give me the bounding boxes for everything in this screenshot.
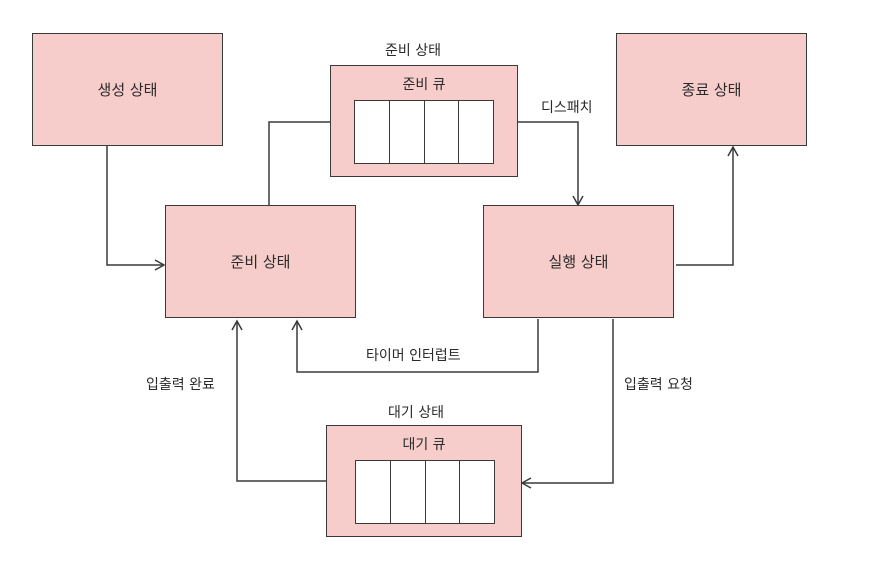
running-state-box: 실행 상태 xyxy=(483,205,674,318)
terminated-state-label: 종료 상태 xyxy=(681,81,742,99)
wait-queue-box: 대기 큐 xyxy=(326,425,522,537)
edge-running-to-terminated xyxy=(676,145,739,266)
created-state-label: 생성 상태 xyxy=(97,81,158,99)
edge-io-complete xyxy=(231,319,326,482)
io-complete-label: 입출력 완료 xyxy=(146,377,215,393)
running-state-label: 실행 상태 xyxy=(548,253,609,271)
ready-queue-box: 준비 큐 xyxy=(330,65,518,177)
queue-slot xyxy=(459,101,493,163)
created-state-box: 생성 상태 xyxy=(32,33,223,146)
queue-slot xyxy=(355,101,390,163)
ready-state-box: 준비 상태 xyxy=(165,205,356,318)
ready-state-label: 준비 상태 xyxy=(230,253,291,271)
edge-timer-interrupt xyxy=(291,319,539,373)
edge-ready-to-ready-queue xyxy=(268,121,330,205)
queue-slot xyxy=(390,461,426,523)
ready-queue-slots xyxy=(354,100,494,164)
queue-slot xyxy=(460,461,494,523)
ready-queue-label: 준비 큐 xyxy=(402,77,446,93)
queue-slot xyxy=(424,101,460,163)
timer-interrupt-label: 타이머 인터럽트 xyxy=(366,348,461,364)
dispatch-label: 디스패치 xyxy=(541,100,593,116)
edge-dispatch xyxy=(518,121,584,207)
edge-created-to-ready xyxy=(106,146,166,271)
queue-slot xyxy=(356,461,391,523)
edge-io-request xyxy=(520,319,614,489)
terminated-state-box: 종료 상태 xyxy=(616,33,807,146)
wait-queue-title: 대기 상태 xyxy=(388,405,444,421)
wait-queue-label: 대기 큐 xyxy=(402,437,446,453)
ready-queue-title: 준비 상태 xyxy=(385,43,441,59)
wait-queue-slots xyxy=(355,460,495,524)
io-request-label: 입출력 요청 xyxy=(624,377,693,393)
queue-slot xyxy=(389,101,425,163)
queue-slot xyxy=(425,461,461,523)
